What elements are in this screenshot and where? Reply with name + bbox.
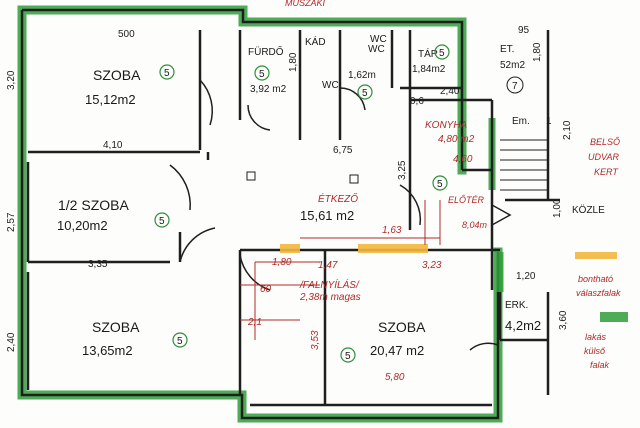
room-label: 1/2 SZOBA: [58, 197, 129, 213]
room-markers: [154, 44, 450, 363]
doors: [169, 79, 512, 351]
marker-symbol: 5: [259, 69, 265, 80]
wc-label: WC: [322, 80, 339, 91]
legend-text: külső: [584, 346, 606, 356]
legend-text: bontható: [578, 274, 613, 284]
dimension: 1,20: [516, 271, 536, 282]
room-label: SZOBA: [92, 319, 140, 335]
dimension: 3,60: [558, 310, 569, 330]
dimension: 5,80: [385, 372, 405, 383]
room-area: 15,12m2: [85, 92, 136, 107]
room-label: Em.: [512, 116, 530, 127]
legend-text: lakás: [585, 332, 607, 342]
dimension: 1,47: [318, 260, 338, 271]
room-area: 4,80 m2: [438, 134, 475, 145]
dimension: 4,60: [453, 154, 473, 165]
dimension: 1,80: [272, 257, 292, 268]
dimension: 500: [118, 29, 135, 40]
marker-symbol: 5: [345, 351, 351, 362]
room-label: ET.: [500, 44, 514, 55]
dimension: 2,40: [440, 86, 460, 97]
room-area: 10,20m2: [57, 218, 108, 233]
sketch-lines: [240, 200, 441, 340]
dimension: 1,80: [532, 42, 543, 62]
dimension: 3,25: [397, 160, 408, 180]
dimension: 1,80: [288, 52, 299, 72]
room-label: ERK.: [505, 300, 528, 311]
dimension: 60: [260, 284, 272, 295]
marker-symbol: 5: [164, 68, 170, 79]
marker-symbol: 5: [362, 88, 368, 99]
room-area: 1,84m2: [412, 64, 446, 75]
dimension: 1,63: [382, 225, 402, 236]
annotation: /FALNYÍLÁS/: [299, 278, 360, 291]
dimension: 3,53: [310, 330, 321, 350]
room-area: 15,61 m2: [300, 208, 354, 223]
annotation: MŰSZAKI: [285, 0, 326, 8]
annotation: KERT: [594, 167, 619, 177]
room-area: 1,62m: [348, 70, 376, 81]
room-area: 13,65m2: [82, 343, 133, 358]
stair: [500, 76, 548, 191]
room-area: 8,04m: [462, 220, 488, 230]
dimension: 2,57: [6, 212, 17, 232]
room-label: FÜRDŐ: [248, 44, 284, 58]
dimension: 0,6: [410, 96, 424, 107]
room-label: ELŐTÉR: [448, 195, 485, 205]
room-area: 3,92 m2: [250, 84, 287, 95]
dimension: 2,10: [562, 120, 573, 140]
room-label: KONYHA: [425, 120, 468, 131]
dimension: 3,23: [422, 260, 442, 271]
dimension: 3,20: [6, 70, 17, 90]
room-label: ÉTKEZŐ: [318, 191, 358, 205]
annotation: UDVAR: [588, 152, 620, 162]
marker-symbol: 5: [437, 179, 443, 190]
stair-number: 7: [512, 81, 518, 92]
room-label: SZOBA: [378, 319, 426, 335]
bath-label: KÁD: [305, 35, 326, 48]
dimension: 95: [518, 25, 530, 36]
dimension: 6,75: [333, 145, 353, 156]
room-area: 4,2m2: [505, 318, 541, 333]
dimension: 4,10: [103, 140, 123, 151]
removable-walls: [280, 244, 617, 259]
wc-label: WC: [368, 44, 385, 55]
annotation: BELSŐ: [590, 137, 620, 147]
legend-text: válaszfalak: [576, 288, 621, 298]
marker-symbol: 5: [177, 336, 183, 347]
dimension: 2,40: [6, 332, 17, 352]
room-label: WC: [370, 34, 387, 45]
legend-text: falak: [590, 360, 610, 370]
room-label: SZOBA: [93, 67, 141, 83]
dimension: 1,00: [552, 198, 563, 218]
marker-symbol: 5: [159, 216, 165, 227]
room-area: 1: [546, 116, 552, 127]
marker-symbol: 5: [439, 48, 445, 59]
room-area: 52m2: [500, 60, 525, 71]
room-label: TÁR: [418, 47, 438, 60]
ceiling-markers: [246, 171, 359, 184]
room-area: 20,47 m2: [370, 343, 424, 358]
hallway-label: KÖZLE: [572, 204, 605, 216]
dimension: 2,1: [247, 317, 262, 328]
annotation: 2,38m magas: [299, 292, 361, 303]
dimension: 3,35: [88, 259, 108, 270]
inner-walls: [26, 30, 560, 407]
